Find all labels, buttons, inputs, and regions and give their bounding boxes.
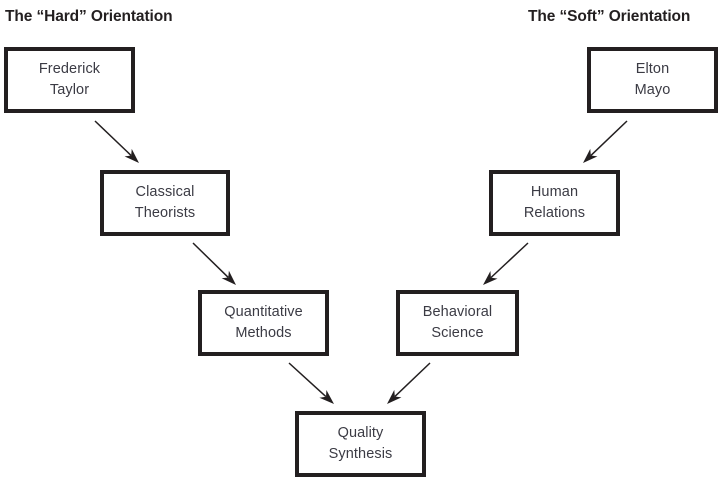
arrow-human-relations-to-behavioral xyxy=(483,242,529,285)
node-elton-mayo: Elton Mayo xyxy=(587,47,718,113)
node-frederick-taylor: Frederick Taylor xyxy=(4,47,135,113)
node-quantitative-methods: Quantitative Methods xyxy=(198,290,329,356)
node-label-elton-mayo: Elton Mayo xyxy=(634,60,671,98)
node-behavioral-science: Behavioral Science xyxy=(396,290,519,356)
heading-soft-orientation: The “Soft” Orientation xyxy=(528,8,691,25)
arrow-mayo-to-human-relations xyxy=(583,120,628,163)
arrow-head xyxy=(221,270,236,285)
node-label-frederick-taylor: Frederick Taylor xyxy=(38,60,101,98)
node-label-classical-theorists: Classical Theorists xyxy=(134,183,196,221)
heading-hard-orientation: The “Hard” Orientation xyxy=(5,8,173,25)
node-human-relations: Human Relations xyxy=(489,170,620,236)
node-label-behavioral-science: Behavioral Science xyxy=(422,303,493,341)
node-quality-synthesis: Quality Synthesis xyxy=(295,411,426,477)
arrow-shaft xyxy=(94,120,132,156)
node-label-human-relations: Human Relations xyxy=(523,183,586,221)
arrow-head xyxy=(319,390,334,404)
node-label-quantitative-methods: Quantitative Methods xyxy=(224,303,303,341)
arrow-shaft xyxy=(394,362,431,397)
node-classical-theorists: Classical Theorists xyxy=(100,170,230,236)
arrow-taylor-to-classical xyxy=(94,120,139,163)
arrow-head xyxy=(387,389,402,404)
arrow-head xyxy=(124,148,139,163)
arrow-classical-to-quantitative xyxy=(192,242,236,285)
arrow-shaft xyxy=(490,242,529,279)
arrow-head xyxy=(483,270,498,285)
arrow-quantitative-to-quality xyxy=(288,362,334,404)
arrow-shaft xyxy=(590,120,628,156)
node-label-quality-synthesis: Quality Synthesis xyxy=(328,424,393,462)
arrow-head xyxy=(583,148,598,163)
arrow-shaft xyxy=(288,362,327,398)
arrow-shaft xyxy=(192,242,229,278)
arrow-behavioral-to-quality xyxy=(387,362,431,404)
